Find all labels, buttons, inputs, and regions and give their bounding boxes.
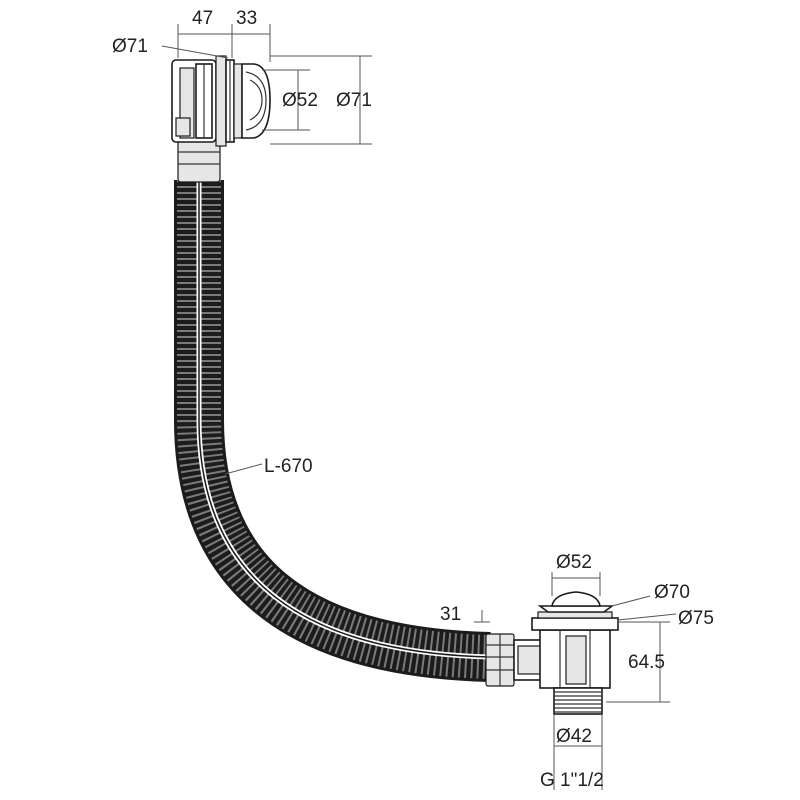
flange-offset-label: 31 (440, 604, 461, 625)
top-width-2-label: 33 (236, 8, 257, 29)
waste-cap-diameter-label: Ø52 (556, 552, 592, 573)
waste-assembly (485, 591, 619, 715)
overflow-assembly (171, 55, 271, 183)
dimension-lines (161, 24, 677, 790)
waste-flange-diameter-label: Ø70 (654, 582, 690, 603)
top-width-1-label: 47 (192, 8, 213, 29)
overflow-inner-diameter-label: Ø52 (282, 90, 318, 111)
thread-size-label: G 1"1/2 (540, 770, 604, 791)
hose-length-label: L-670 (264, 456, 313, 477)
tail-diameter-label: Ø42 (556, 726, 592, 747)
waste-ring-diameter-label: Ø75 (678, 608, 714, 629)
waste-body-height-label: 64.5 (628, 652, 665, 673)
overflow-face-diameter-label: Ø71 (336, 90, 372, 111)
overflow-outer-diameter-label: Ø71 (112, 36, 148, 57)
flexible-hose (174, 180, 491, 682)
